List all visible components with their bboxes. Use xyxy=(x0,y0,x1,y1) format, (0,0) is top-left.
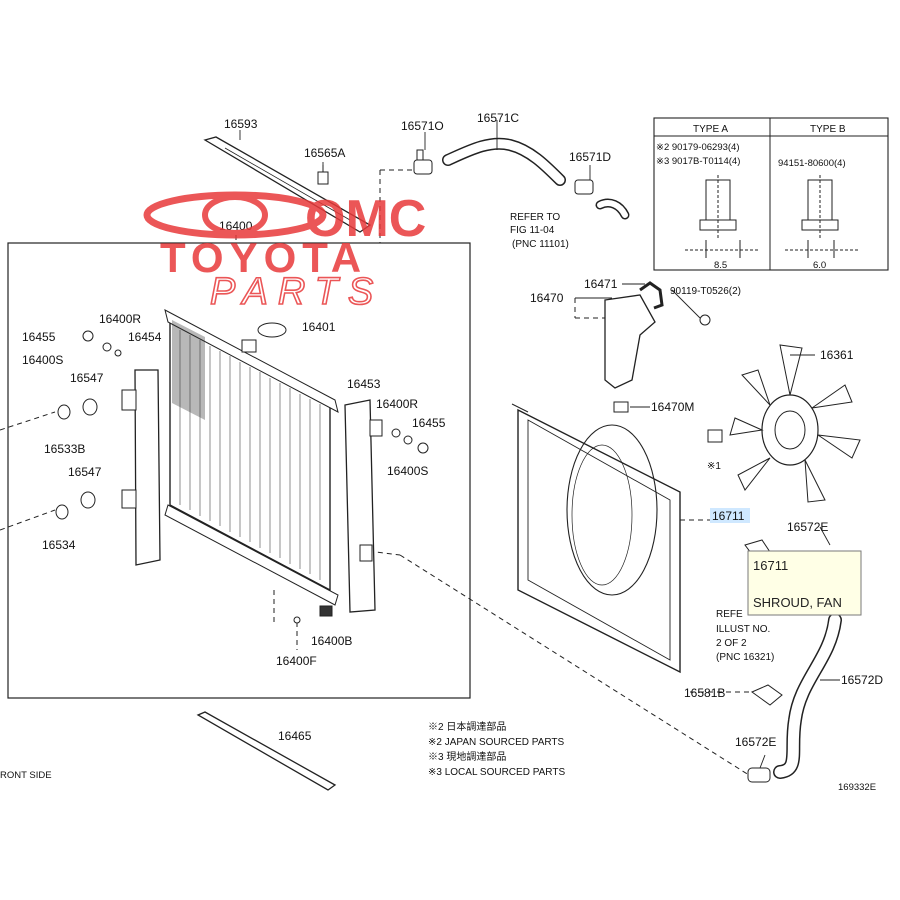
part-label-16565A[interactable]: 16565A xyxy=(304,146,345,160)
type-b-header: TYPE B xyxy=(810,124,846,135)
part-label-16572D[interactable]: 16572D xyxy=(841,673,883,687)
fastener-type-table: TYPE A TYPE B ※2 90179-06293(4) ※3 9017B… xyxy=(653,117,889,271)
legend-line-4: ※3 LOCAL SOURCED PARTS xyxy=(428,767,565,778)
part-label-16465[interactable]: 16465 xyxy=(278,729,312,743)
part-label-16400R-right[interactable]: 16400R xyxy=(376,397,418,411)
part-label-16547-b[interactable]: 16547 xyxy=(68,465,102,479)
cooling-fan-shape xyxy=(729,344,861,503)
part-label-16533B[interactable]: 16533B xyxy=(44,442,85,456)
svg-text:94151-80600(4): 94151-80600(4) xyxy=(778,158,846,169)
part-label-90119-T0526[interactable]: 90119-T0526(2) xyxy=(670,286,741,297)
svg-text:PARTS: PARTS xyxy=(210,271,383,313)
part-label-16711[interactable]: 16711 xyxy=(712,509,745,523)
fan-shroud-shape xyxy=(511,403,681,674)
clip-16565A-shape xyxy=(317,165,329,185)
tooltip-part-number: 16711 xyxy=(753,558,788,573)
part-label-16361[interactable]: 16361 xyxy=(820,348,854,362)
svg-text:(PNC 11101): (PNC 11101) xyxy=(512,239,569,250)
refer-note-top: REFER TO FIG 11-04 (PNC 11101) xyxy=(510,212,569,250)
type-a-header: TYPE A xyxy=(693,124,728,135)
radiator-cap-shape xyxy=(257,322,287,338)
svg-text:※3 9017B-T0114(4): ※3 9017B-T0114(4) xyxy=(656,156,740,167)
svg-text:REFER TO: REFER TO xyxy=(510,212,560,223)
part-label-16455-left[interactable]: 16455 xyxy=(22,330,56,344)
part-label-16400S-left[interactable]: 16400S xyxy=(22,353,63,367)
part-label-16711-highlighted[interactable]: 16711 xyxy=(710,508,750,523)
part-label-16547-a[interactable]: 16547 xyxy=(70,371,104,385)
legend-line-1: ※2 日本調達部品 xyxy=(428,720,506,733)
leader-dashed-lines xyxy=(0,169,761,783)
part-label-16400F[interactable]: 16400F xyxy=(276,654,317,668)
note-mark-1: ※1 xyxy=(707,461,721,472)
figure-code: 169332E xyxy=(838,782,876,793)
sourcing-legend: ※2 日本調達部品 ※2 JAPAN SOURCED PARTS ※3 現地調達… xyxy=(428,720,565,778)
svg-text:OMC: OMC xyxy=(305,190,426,248)
part-label-16401[interactable]: 16401 xyxy=(302,320,336,334)
part-tooltip: 16711 SHROUD, FAN xyxy=(747,550,862,616)
part-label-16571D[interactable]: 16571D xyxy=(569,150,611,164)
svg-text:FIG 11-04: FIG 11-04 xyxy=(510,225,555,236)
part-label-16471[interactable]: 16471 xyxy=(584,277,618,291)
hose-clamp-16571D-shape xyxy=(574,179,594,195)
svg-text:2 OF 2: 2 OF 2 xyxy=(716,638,747,649)
right-fasteners-shape xyxy=(293,428,429,624)
part-label-16572E-a[interactable]: 16572E xyxy=(787,520,828,534)
type-a-dimension: 8.5 xyxy=(714,260,727,271)
svg-text:ILLUST NO.: ILLUST NO. xyxy=(716,624,770,635)
part-label-16581B[interactable]: 16581B xyxy=(684,686,725,700)
part-label-16470M[interactable]: 16470M xyxy=(651,400,694,414)
tooltip-part-name: SHROUD, FAN xyxy=(753,595,842,610)
left-fasteners-shape xyxy=(55,330,122,520)
left-tank-shape xyxy=(134,369,161,566)
refer-note-bottom: REFE ILLUST NO. 2 OF 2 (PNC 16321) xyxy=(716,609,774,663)
hose-clamp-16581B-shape xyxy=(750,684,783,706)
svg-text:※2 90179-06293(4): ※2 90179-06293(4) xyxy=(656,142,740,153)
part-label-16470[interactable]: 16470 xyxy=(530,291,564,305)
radiator-core-shape xyxy=(164,309,339,606)
part-label-16400S-right[interactable]: 16400S xyxy=(387,464,428,478)
front-side-label: RONT SIDE xyxy=(0,770,52,781)
part-label-16534[interactable]: 16534 xyxy=(42,538,76,552)
reservoir-tank-shape xyxy=(604,294,656,389)
part-label-16571O[interactable]: 16571O xyxy=(401,119,444,133)
part-label-16454[interactable]: 16454 xyxy=(128,330,162,344)
part-label-16593[interactable]: 16593 xyxy=(224,117,258,131)
type-b-dimension: 6.0 xyxy=(813,260,826,271)
part-label-16400B[interactable]: 16400B xyxy=(311,634,352,648)
legend-line-2: ※2 JAPAN SOURCED PARTS xyxy=(428,737,565,748)
lower-seal-shape xyxy=(196,711,337,791)
omc-toyota-parts-watermark: OMC TOYOTA PARTS xyxy=(143,190,426,314)
part-label-16400R-left[interactable]: 16400R xyxy=(99,312,141,326)
svg-text:REFE: REFE xyxy=(716,609,743,620)
part-label-16572E-b[interactable]: 16572E xyxy=(735,735,776,749)
radiator-assembly-frame xyxy=(7,242,471,699)
part-label-16571C[interactable]: 16571C xyxy=(477,111,519,125)
part-label-16455-right[interactable]: 16455 xyxy=(412,416,446,430)
svg-text:TOYOTA: TOYOTA xyxy=(160,234,367,281)
legend-line-3: ※3 現地調達部品 xyxy=(428,750,506,763)
svg-text:(PNC 16321): (PNC 16321) xyxy=(716,652,774,663)
part-label-16453[interactable]: 16453 xyxy=(347,377,381,391)
hose-clamp-16571O-shape xyxy=(413,149,433,175)
